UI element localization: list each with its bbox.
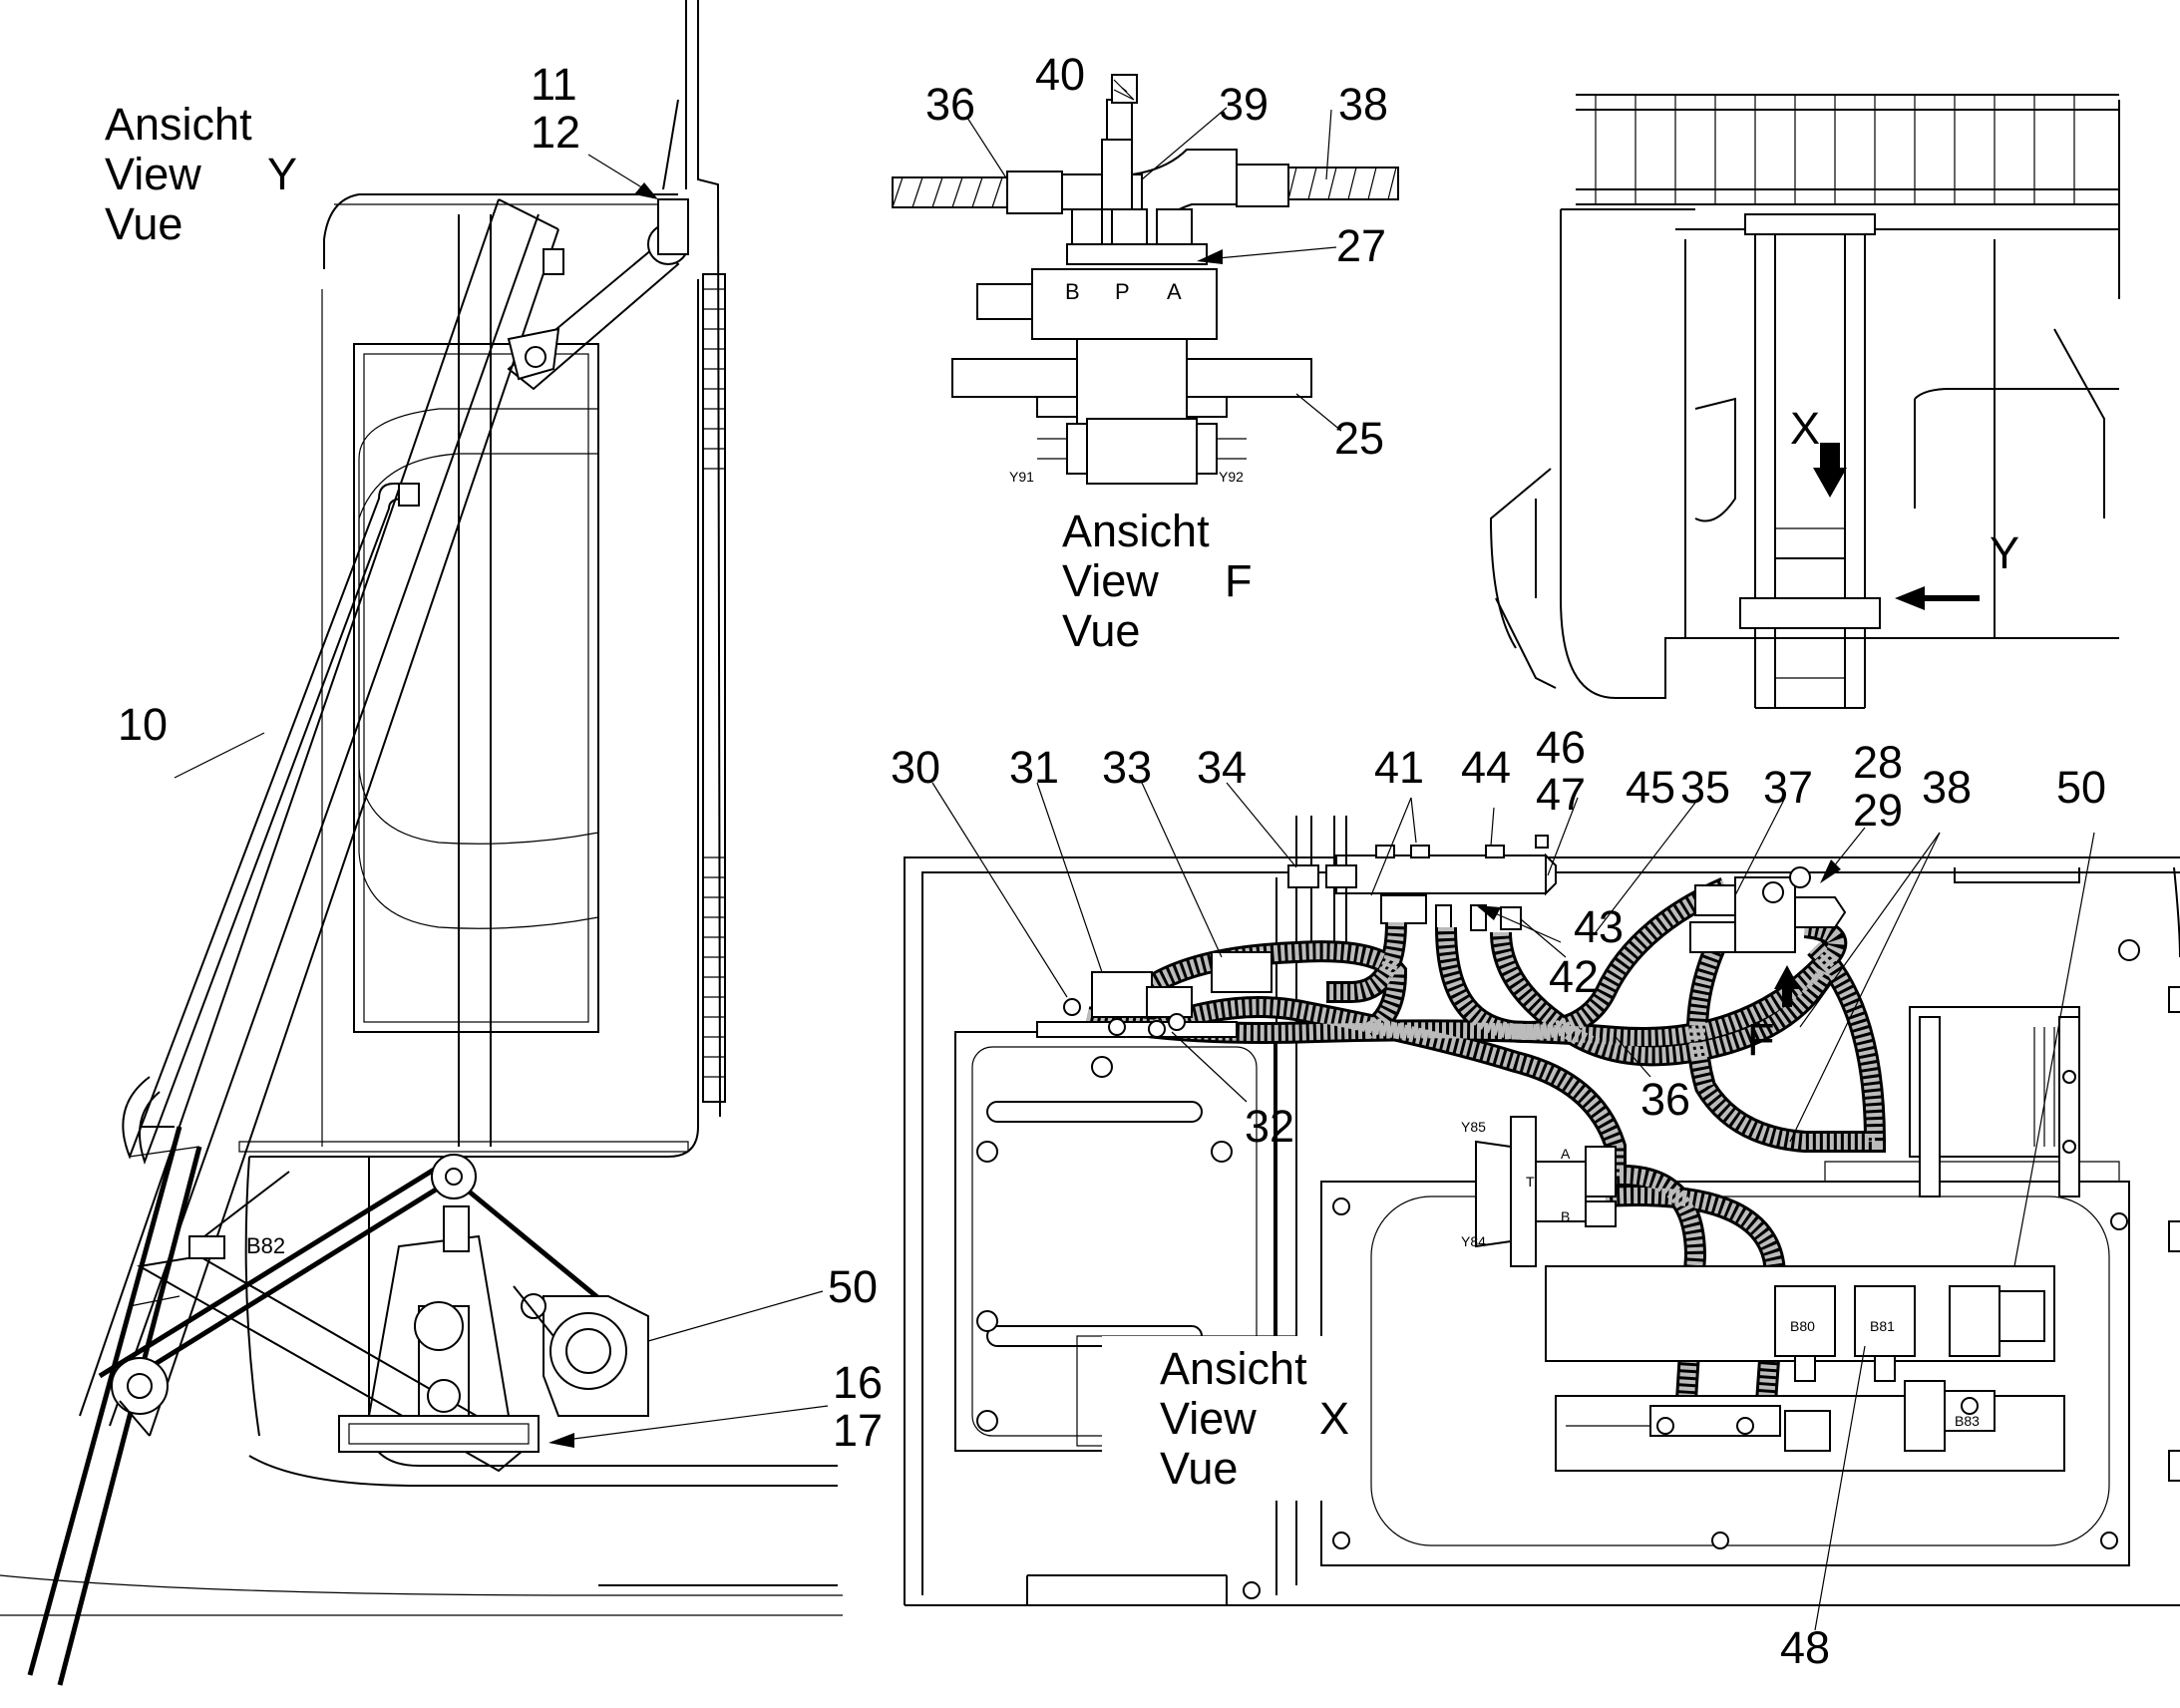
- label-41: 41: [1374, 742, 1424, 793]
- view-y-title-view: View: [105, 149, 201, 199]
- label-50-view-y: 50: [828, 1261, 878, 1312]
- arrow-x-overview-icon: [1813, 443, 1847, 498]
- label-28: 28: [1853, 737, 1903, 788]
- label-12: 12: [531, 107, 580, 158]
- label-46: 46: [1536, 722, 1586, 773]
- view-y-title-vue: Vue: [105, 198, 182, 249]
- label-45: 45: [1626, 762, 1675, 813]
- label-47: 47: [1536, 769, 1586, 820]
- label-39: 39: [1219, 79, 1269, 130]
- label-31: 31: [1009, 742, 1059, 793]
- label-27: 27: [1336, 220, 1386, 271]
- arrow-f-view-x-icon: [1774, 965, 1800, 1007]
- view-y-title-ansicht: Ansicht: [105, 99, 252, 150]
- arrow-y-overview-icon: [1895, 586, 1980, 610]
- label-30: 30: [891, 742, 940, 793]
- label-b82: B82: [246, 1233, 285, 1258]
- label-33: 33: [1102, 742, 1152, 793]
- label-y84: Y84: [1461, 1233, 1486, 1249]
- overview-x-label: X: [1790, 403, 1820, 454]
- port-t-view-x: T: [1526, 1174, 1535, 1190]
- view-f-title-view: View: [1062, 555, 1159, 606]
- label-16: 16: [833, 1357, 883, 1408]
- overview-drawing: [1489, 94, 2120, 709]
- label-50-view-x: 50: [2056, 762, 2106, 813]
- label-44: 44: [1461, 742, 1511, 793]
- port-b-view-x: B: [1561, 1208, 1570, 1224]
- label-43: 43: [1574, 901, 1624, 952]
- label-b83: B83: [1955, 1413, 1980, 1429]
- label-36-view-f: 36: [925, 79, 975, 130]
- view-y-drawing: [0, 0, 843, 1686]
- label-17: 17: [833, 1405, 883, 1456]
- label-34: 34: [1197, 742, 1247, 793]
- port-b-label: B: [1065, 279, 1080, 304]
- view-f-title-letter: F: [1225, 555, 1253, 606]
- label-11: 11: [531, 59, 577, 110]
- view-f-title-vue: Vue: [1062, 605, 1140, 656]
- label-36-view-x: 36: [1640, 1074, 1690, 1125]
- port-a-view-x: A: [1561, 1146, 1571, 1162]
- view-f-title-ansicht: Ansicht: [1062, 506, 1210, 556]
- label-10: 10: [118, 699, 168, 750]
- label-b81: B81: [1870, 1318, 1895, 1334]
- overview-y-label: Y: [1990, 527, 2019, 578]
- port-a-label: A: [1167, 279, 1182, 304]
- label-y85: Y85: [1461, 1119, 1486, 1135]
- label-42: 42: [1549, 951, 1599, 1002]
- label-b80: B80: [1790, 1318, 1815, 1334]
- view-x-drawing: [904, 782, 2180, 1631]
- label-37: 37: [1763, 762, 1813, 813]
- label-48: 48: [1780, 1622, 1830, 1673]
- view-x-title-view: View: [1160, 1393, 1257, 1444]
- view-x-title-letter: X: [1319, 1393, 1349, 1444]
- view-f-drawing: [892, 74, 1399, 485]
- label-38-view-f: 38: [1338, 79, 1388, 130]
- label-y91: Y91: [1009, 469, 1034, 485]
- label-35: 35: [1680, 762, 1730, 813]
- label-38-view-x: 38: [1922, 762, 1972, 813]
- view-x-title-vue: Vue: [1160, 1443, 1238, 1494]
- view-x-title-ansicht: Ansicht: [1160, 1343, 1307, 1394]
- label-40: 40: [1035, 49, 1085, 100]
- label-f-arrow: F: [1747, 1014, 1775, 1065]
- view-y-title-letter: Y: [267, 149, 297, 199]
- label-32: 32: [1245, 1101, 1294, 1152]
- label-y92: Y92: [1219, 469, 1244, 485]
- label-25: 25: [1334, 413, 1384, 464]
- port-p-label: P: [1115, 279, 1130, 304]
- label-29: 29: [1853, 785, 1903, 836]
